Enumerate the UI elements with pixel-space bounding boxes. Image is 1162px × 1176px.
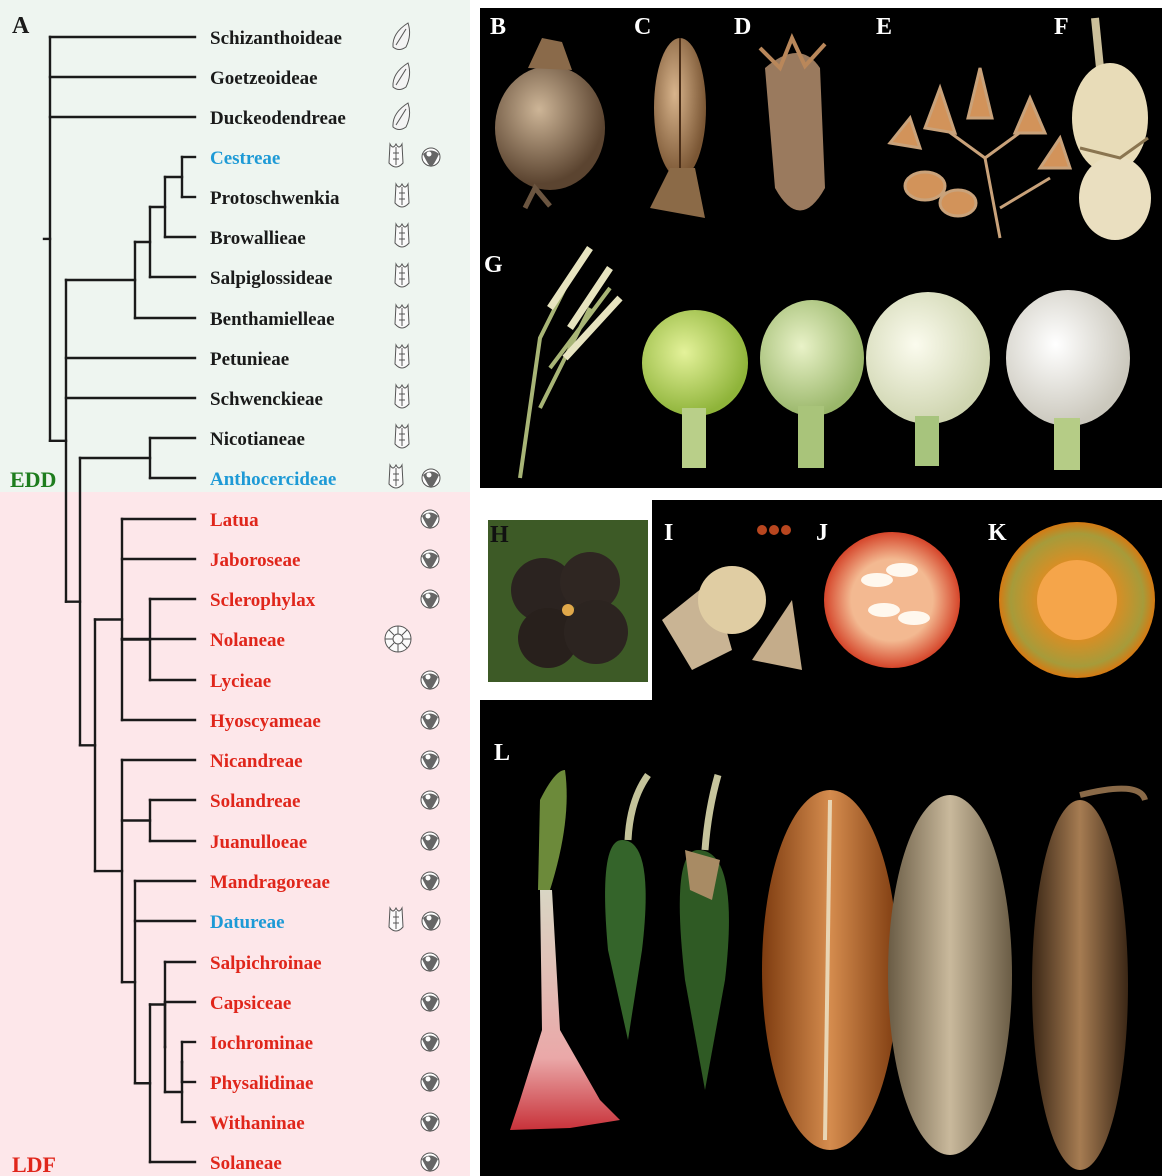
capsule-icon	[395, 345, 409, 368]
taxon-label: Cestreae	[210, 148, 280, 169]
photo-label-i: I	[664, 520, 673, 547]
fruit-pod-photo-l3	[762, 790, 898, 1150]
taxon-label: Jaboroseae	[210, 550, 300, 571]
taxon-label: Salpichroinae	[210, 953, 322, 974]
taxon-label: Protoschwenkia	[210, 188, 340, 209]
group-label-ldf: LDF	[12, 1152, 56, 1176]
taxon-label: Iochrominae	[210, 1033, 313, 1054]
taxon-label: Salpiglossideae	[210, 268, 332, 289]
capsule-icon	[395, 184, 409, 207]
photo-label-f: F	[1054, 14, 1069, 41]
photo-label-h: H	[490, 522, 509, 549]
capsule-icon	[389, 465, 403, 488]
photo-label-j: J	[816, 520, 828, 547]
capsule-photo-c	[650, 38, 706, 218]
panel-label-a: A	[12, 13, 30, 39]
berry-photo-i	[662, 525, 802, 670]
capsule-icon	[395, 224, 409, 247]
berry-photo-k	[999, 522, 1155, 678]
photo-panel-capsules: B C D E F G	[480, 8, 1162, 488]
taxon-label: Datureae	[210, 912, 285, 933]
taxon-label: Benthamielleae	[210, 309, 335, 330]
photo-label-d: D	[734, 14, 751, 41]
taxon-label: Lycieae	[210, 671, 271, 692]
photo-panel-berries: I J K	[652, 500, 1162, 700]
mericarp-icon	[385, 626, 411, 652]
taxon-label: Physalidinae	[210, 1073, 313, 1094]
fruit-pod-photo-l2	[680, 775, 729, 1090]
taxon-label: Duckeodendreae	[210, 108, 346, 129]
taxon-label: Capsiceae	[210, 993, 291, 1014]
flower-photo-l	[510, 770, 620, 1130]
taxon-label: Latua	[210, 510, 259, 531]
taxon-label: Hyoscyameae	[210, 711, 321, 732]
photo-label-e: E	[876, 14, 892, 41]
photo-label-g: G	[484, 252, 503, 279]
taxon-label: Browallieae	[210, 228, 306, 249]
capsule-photo-d	[760, 38, 825, 211]
taxon-label: Solandreae	[210, 791, 300, 812]
taxon-label: Withaninae	[210, 1113, 305, 1134]
group-label-edd: EDD	[10, 467, 56, 492]
capsule-photo-b	[495, 38, 605, 208]
taxon-label: Petunieae	[210, 349, 289, 370]
photo-label-c: C	[634, 14, 651, 41]
capsule-icon	[395, 264, 409, 287]
fruit-pod-photo-l1	[605, 775, 648, 1040]
taxon-label: Sclerophylax	[210, 590, 316, 611]
fruit-pod-photo-l5	[1032, 789, 1145, 1170]
photo-panel-l: L	[480, 700, 1162, 1176]
taxon-label: Nicotianeae	[210, 429, 305, 450]
fruit-pod-photo-l4	[888, 795, 1012, 1155]
capsule-icon	[389, 144, 403, 167]
photo-label-l: L	[494, 740, 510, 767]
capsule-icon	[395, 305, 409, 328]
taxon-label: Nicandreae	[210, 751, 303, 772]
capsule-icon	[395, 385, 409, 408]
taxon-label: Goetzeoideae	[210, 68, 318, 89]
capsule-photo-e	[890, 68, 1070, 238]
taxon-label: Mandragoreae	[210, 872, 330, 893]
berry-photo-j	[824, 532, 960, 668]
taxon-label: Anthocercideae	[210, 469, 336, 490]
fruit-photo-g	[520, 248, 1130, 478]
taxon-label: Schwenckieae	[210, 389, 323, 410]
taxon-label: Juanulloeae	[210, 832, 307, 853]
taxon-label: Solaneae	[210, 1153, 282, 1174]
capsule-icon	[395, 425, 409, 448]
photo-label-b: B	[490, 14, 506, 41]
capsule-icon	[389, 908, 403, 931]
phylogeny-tree-panel: A EDD LDF SchizanthoideaeGoetzeoideaeDuc…	[0, 0, 470, 1176]
photo-panel-h: H	[488, 520, 648, 682]
taxon-label: Nolaneae	[210, 630, 285, 651]
capsule-photo-f	[1072, 18, 1151, 240]
photo-label-k: K	[988, 520, 1007, 547]
taxon-label: Schizanthoideae	[210, 28, 342, 49]
